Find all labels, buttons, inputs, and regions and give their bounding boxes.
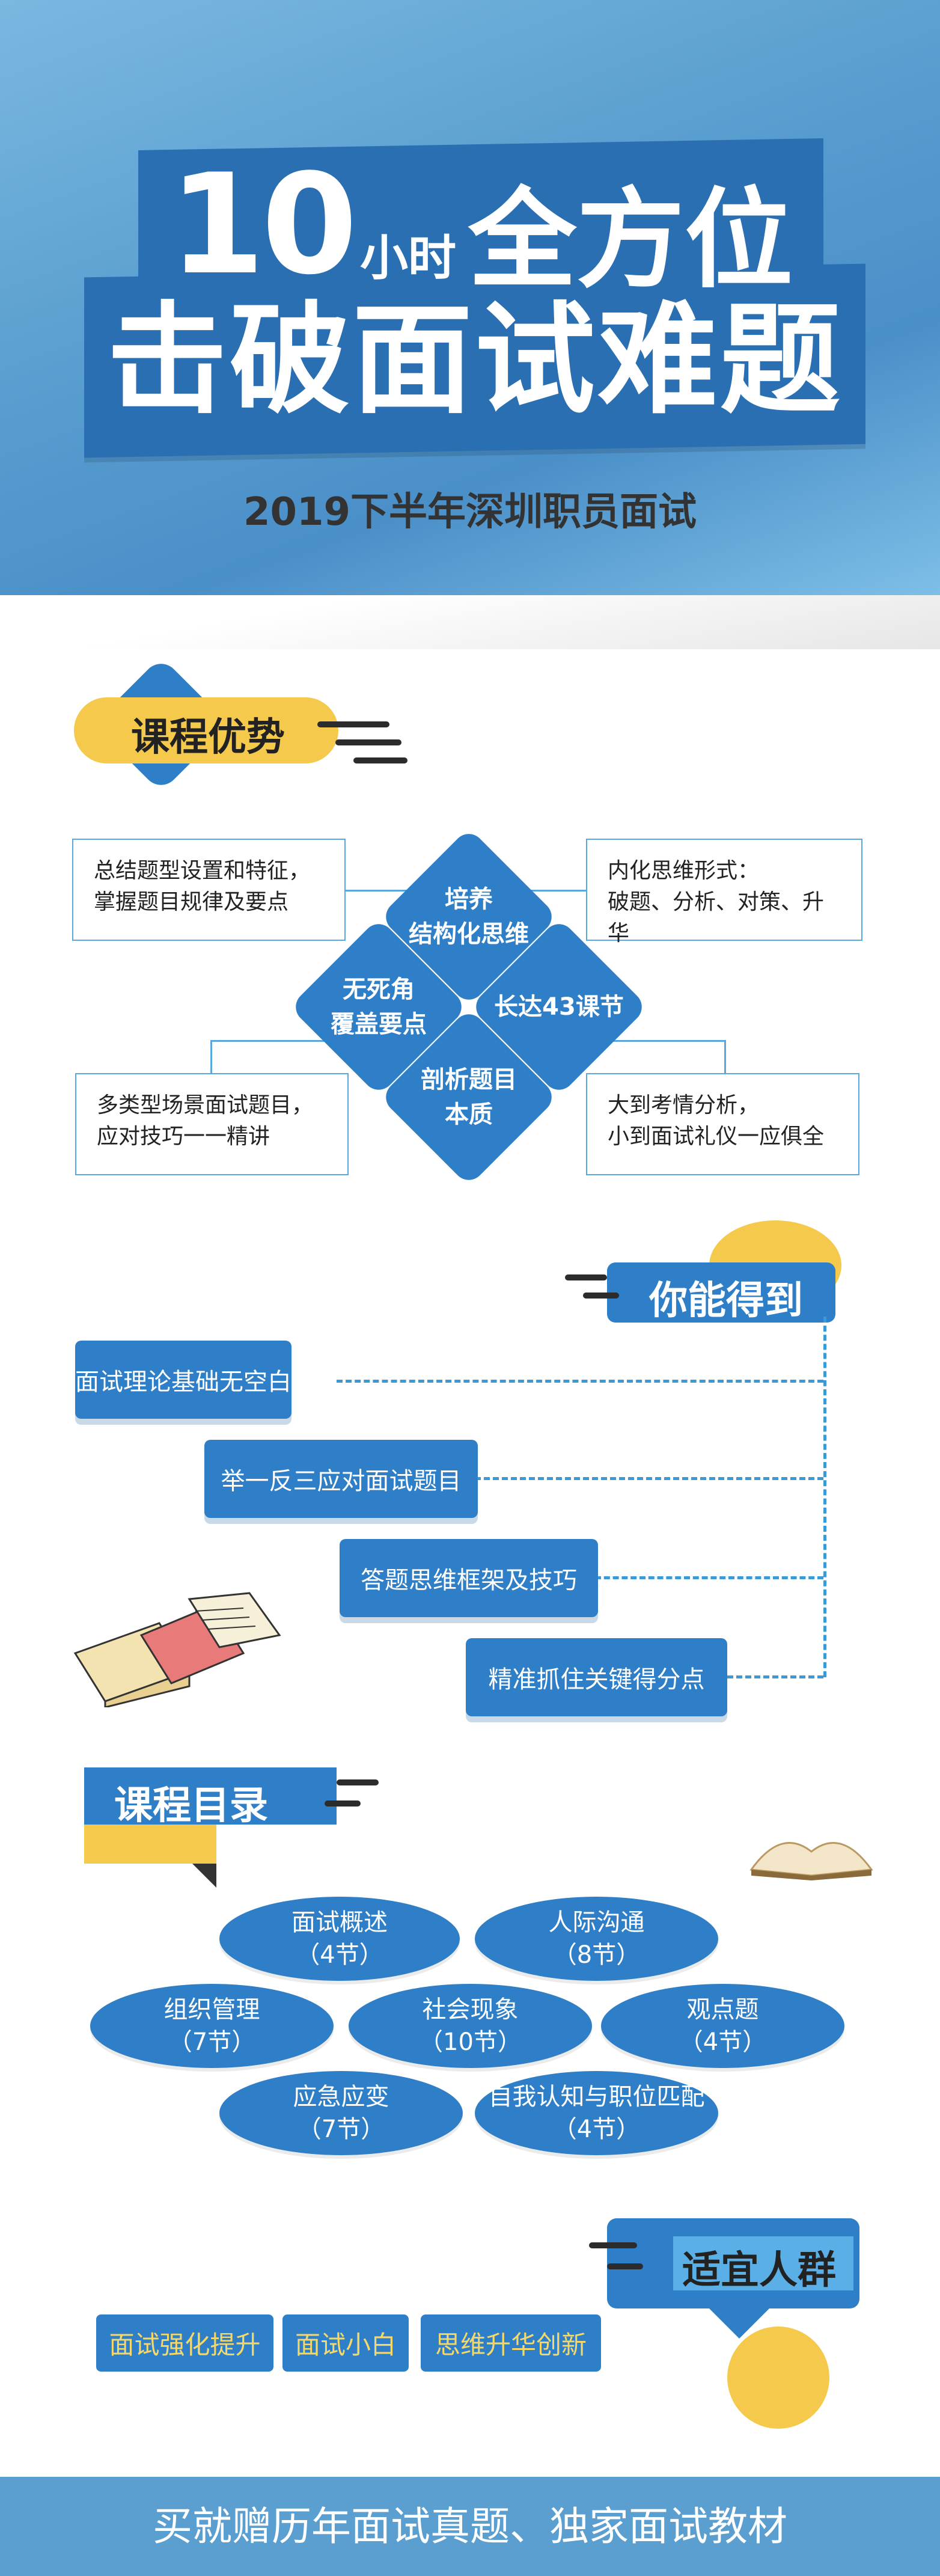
badge-pill-shape xyxy=(74,697,338,763)
badge-inner-shape xyxy=(673,2236,853,2290)
deco-line xyxy=(325,1800,361,1807)
audience-item-1: 面试强化提升 xyxy=(96,2314,273,2372)
deco-line xyxy=(337,1779,379,1785)
advantage-badge: 课程优势 xyxy=(74,656,407,793)
deco-line xyxy=(565,1274,607,1280)
catalog-item-count: （4节） xyxy=(679,2028,767,2056)
gain-badge: 你能得到 xyxy=(565,1220,859,1329)
audience-item-2: 面试小白 xyxy=(282,2314,409,2372)
dashed-line xyxy=(727,1675,823,1678)
footer-banner: 买就赠历年面试真题、独家面试教材 xyxy=(0,2477,940,2576)
badge-yellow-block xyxy=(84,1825,216,1864)
catalog-item-name: 人际沟通 xyxy=(548,1909,645,1936)
connector-line xyxy=(541,1040,724,1042)
diamond-label-lessons: 长达43课节 xyxy=(494,993,624,1021)
catalog-item-count: （8节） xyxy=(552,1941,641,1969)
gain-item-4: 精准抓住关键得分点 xyxy=(466,1638,727,1716)
badge-circle-shape xyxy=(727,2327,829,2429)
open-book-illustration xyxy=(749,1842,873,1880)
catalog-item-count: （4节） xyxy=(552,2116,641,2143)
title-line-2: 击破面试难题 xyxy=(106,290,843,430)
catalog-item-count: （7节） xyxy=(297,2116,385,2143)
catalog-item-name: 自我认知与职位匹配 xyxy=(488,2083,705,2111)
audience-title: 适宜人群 xyxy=(682,2248,836,2293)
deco-line xyxy=(589,2242,637,2248)
dashed-line xyxy=(475,1477,823,1480)
badge-bar-shape xyxy=(607,1262,835,1323)
catalog-item-name: 社会现象 xyxy=(422,1996,519,2024)
connector-line xyxy=(517,890,586,892)
diamond-label-structure: 培养 结构化思维 xyxy=(409,886,529,948)
gain-title: 你能得到 xyxy=(649,1279,803,1323)
catalog-item-3: 组织管理 （7节） xyxy=(90,1984,334,2068)
catalog-item-7: 自我认知与职位匹配 （4节） xyxy=(475,2071,718,2155)
connector-line xyxy=(210,1040,212,1073)
deco-line xyxy=(317,721,389,727)
catalog-item-name: 应急应变 xyxy=(293,2083,389,2111)
catalog-item-6: 应急应变 （7节） xyxy=(219,2071,463,2155)
diamond-label-analysis: 剖析题目 本质 xyxy=(421,1066,517,1128)
deco-line xyxy=(583,1293,619,1299)
advantage-box-4: 大到考情分析， 小到面试礼仪一应俱全 xyxy=(586,1073,859,1175)
catalog-item-1: 面试概述 （4节） xyxy=(219,1897,460,1981)
deco-line xyxy=(607,2263,643,2269)
books-illustration xyxy=(73,1592,281,1707)
subtitle: 2019下半年深圳职员面试 xyxy=(243,490,697,534)
catalog-item-count: （4节） xyxy=(296,1941,383,1969)
catalog-item-4: 社会现象 （10节） xyxy=(349,1984,592,2068)
dashed-line xyxy=(595,1576,823,1579)
connector-line xyxy=(724,1040,726,1073)
gain-item-3: 答题思维框架及技巧 xyxy=(340,1539,598,1617)
catalog-title: 课程目录 xyxy=(114,1784,268,1828)
catalog-item-name: 观点题 xyxy=(686,1996,759,2024)
audience-badge: 适宜人群 xyxy=(589,2218,865,2435)
title-main: 全方位 xyxy=(468,177,793,303)
gain-item-1: 面试理论基础无空白 xyxy=(75,1341,291,1419)
catalog-item-2: 人际沟通 （8节） xyxy=(475,1897,718,1981)
advantage-box-1: 总结题型设置和特征， 掌握题目规律及要点 xyxy=(72,839,346,941)
advantage-box-2: 内化思维形式： 破题、分析、对策、升华 xyxy=(586,839,862,946)
header-divider-strip xyxy=(0,595,940,649)
deco-line xyxy=(353,757,407,763)
advantage-box-3: 多类型场景面试题目， 应对技巧一一精讲 xyxy=(75,1073,349,1175)
catalog-item-count: （10节） xyxy=(419,2028,522,2056)
title-line-1: 10 小时 全方位 xyxy=(150,156,811,295)
badge-triangle xyxy=(192,1864,216,1888)
title-unit: 小时 xyxy=(360,230,457,286)
deco-line xyxy=(335,739,401,745)
catalog-badge: 课程目录 xyxy=(84,1767,379,1888)
catalog-item-5: 观点题 （4节） xyxy=(601,1984,844,2068)
title-number: 10 xyxy=(168,145,358,305)
advantage-title: 课程优势 xyxy=(131,715,285,760)
catalog-item-name: 面试概述 xyxy=(291,1909,388,1936)
connector-line xyxy=(346,890,436,892)
badge-bar-shape xyxy=(84,1767,337,1825)
dashed-vertical-line xyxy=(823,1317,826,1677)
gain-item-2: 举一反三应对面试题目 xyxy=(204,1440,478,1518)
audience-item-3: 思维升华创新 xyxy=(421,2314,601,2372)
catalog-item-name: 组织管理 xyxy=(163,1996,260,2024)
catalog-item-count: （7节） xyxy=(168,2028,256,2056)
dashed-line xyxy=(337,1380,823,1383)
connector-line xyxy=(210,1040,409,1042)
diamond-label-coverage: 无死角 覆盖要点 xyxy=(331,976,427,1038)
badge-arrow-shape xyxy=(709,2308,769,2339)
